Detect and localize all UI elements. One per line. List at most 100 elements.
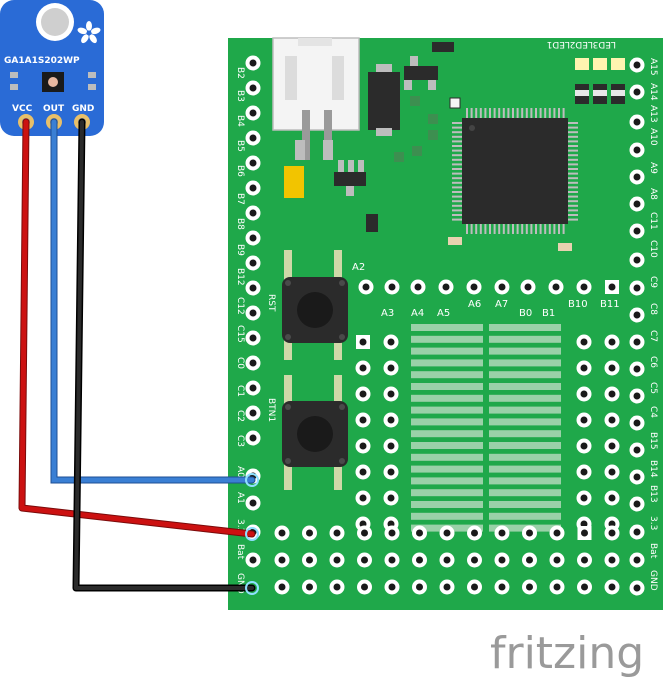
proto-strip <box>489 371 561 379</box>
hole-center <box>249 109 257 117</box>
left-pin-label: B9 <box>235 244 245 256</box>
reset-button[interactable]: RST <box>266 250 348 360</box>
hole-center <box>333 529 341 537</box>
hole-center <box>633 473 641 481</box>
hole-center <box>633 392 641 400</box>
proto-strip <box>489 324 561 331</box>
hole-center <box>608 529 616 537</box>
left-pin-label: B4 <box>235 115 245 127</box>
hole-center <box>581 583 588 591</box>
proto-strip <box>489 394 561 402</box>
hole-center <box>633 118 641 126</box>
hole-center <box>580 364 588 372</box>
hole-center <box>580 520 588 528</box>
proto-strip <box>411 359 483 367</box>
led-label: LED3 <box>593 39 616 49</box>
hole-center <box>608 416 616 424</box>
right-pin-label: B13 <box>648 485 658 503</box>
right-pin-label: A9 <box>648 162 658 174</box>
adafruit-flower-icon <box>77 21 101 44</box>
rst-label: RST <box>266 294 276 312</box>
hole-center <box>608 468 616 476</box>
hole-center <box>633 284 641 292</box>
hole-center <box>359 494 367 502</box>
hole-center <box>633 227 641 235</box>
hole-center <box>633 584 641 592</box>
proto-strip <box>411 324 483 331</box>
proto-holes <box>274 279 620 595</box>
btn1-button[interactable]: BTN1 <box>266 375 348 490</box>
hole-center <box>414 283 422 291</box>
hole-center <box>249 84 257 92</box>
right-pin-label: A13 <box>648 105 658 123</box>
proto-strip <box>489 406 561 414</box>
light-sensor-board: GA1A1S202WP VCC OUT GND <box>0 0 104 136</box>
sensor-pin-label: OUT <box>43 104 65 114</box>
hole-center <box>580 283 588 291</box>
hole-center <box>471 529 478 537</box>
proto-strip <box>411 394 483 402</box>
right-pin-label: C8 <box>648 303 658 315</box>
proto-strip <box>489 453 561 461</box>
right-pin-labels: A15 A14 A13 A10 A9 A8 C11 C10 C9 C8 C7 C… <box>648 58 658 591</box>
left-pin-labels: B2 B3 B4 B5 B6 B7 B8 B9 B12 C12 C15 C0 C… <box>235 67 245 594</box>
hole-center <box>471 583 478 591</box>
mid-pin-label: B11 <box>600 299 620 310</box>
hole-center <box>306 583 313 591</box>
left-pin-label: 3.3 <box>235 519 245 533</box>
hole-center <box>249 556 257 564</box>
proto-strip <box>411 512 483 520</box>
right-pin-label: C9 <box>648 276 658 288</box>
left-pin-label: C12 <box>235 297 245 315</box>
left-pin-label: GND <box>235 573 245 594</box>
right-pin-label: C7 <box>648 330 658 342</box>
gnd-wire[interactable] <box>72 118 256 592</box>
hole-center <box>608 364 616 372</box>
left-pin-label: B8 <box>235 218 245 230</box>
proto-strip <box>411 453 483 461</box>
out-wire[interactable] <box>50 118 256 484</box>
hole-center <box>633 528 641 536</box>
hole-center <box>608 442 616 450</box>
hole-center <box>249 384 257 392</box>
left-pin-label: B6 <box>235 165 245 177</box>
hole-center <box>249 334 257 342</box>
hole-center <box>608 390 616 398</box>
hole-center <box>306 556 313 564</box>
proto-strip <box>489 512 561 520</box>
sensor-pin-label: GND <box>72 104 94 114</box>
hole-center <box>361 583 368 591</box>
left-pin-label: C3 <box>235 435 245 447</box>
hole-center <box>524 283 532 291</box>
hole-center <box>580 416 588 424</box>
proto-strip <box>489 359 561 367</box>
hole-center <box>387 442 395 450</box>
hole-center <box>633 365 641 373</box>
left-pin-label: C2 <box>235 410 245 422</box>
hole-center <box>498 556 506 564</box>
hole-center <box>553 556 561 564</box>
hole-center <box>249 184 257 192</box>
mcu-chip <box>452 108 578 234</box>
light-sensor-chip <box>42 72 64 92</box>
hole-center <box>608 338 616 346</box>
proto-strip <box>411 383 483 390</box>
hole-center <box>361 556 368 564</box>
proto-strip <box>411 335 483 343</box>
led-3 <box>611 58 625 104</box>
left-pin-label: B7 <box>235 193 245 205</box>
mid-pin-label: A4 <box>411 308 424 319</box>
hole-center <box>249 259 257 267</box>
hole-center <box>359 416 367 424</box>
hole-center <box>249 209 257 217</box>
right-pin-label: A14 <box>648 83 658 101</box>
hole-center <box>416 556 423 564</box>
vcc-wire[interactable] <box>18 118 256 538</box>
leds: LED1 LED2 LED3 <box>547 39 625 104</box>
hole-center <box>359 338 367 346</box>
sensor-part-label: GA1A1S202WP <box>4 56 80 66</box>
hole-center <box>526 529 533 537</box>
proto-strip <box>489 383 561 390</box>
proto-strip <box>489 501 561 508</box>
